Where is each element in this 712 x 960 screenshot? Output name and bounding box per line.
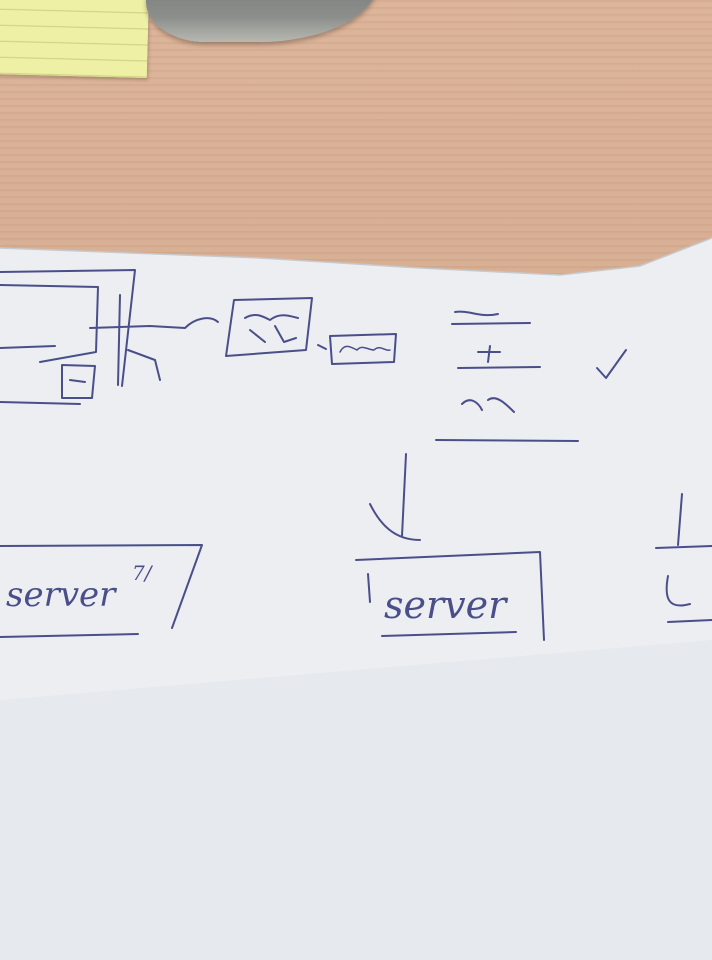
- left-server-box: [0, 544, 203, 638]
- left-server-label: server: [6, 575, 117, 615]
- left-box-outline: [0, 284, 99, 363]
- arrow-down: [369, 453, 421, 541]
- center-server-label: server: [384, 583, 509, 627]
- small-box: [61, 364, 96, 399]
- debug-box: [329, 333, 397, 365]
- center-server-box: [355, 551, 545, 641]
- top-middle-box: [225, 297, 313, 357]
- checkmark: [596, 349, 627, 379]
- left-server-mark: 7/: [132, 561, 154, 585]
